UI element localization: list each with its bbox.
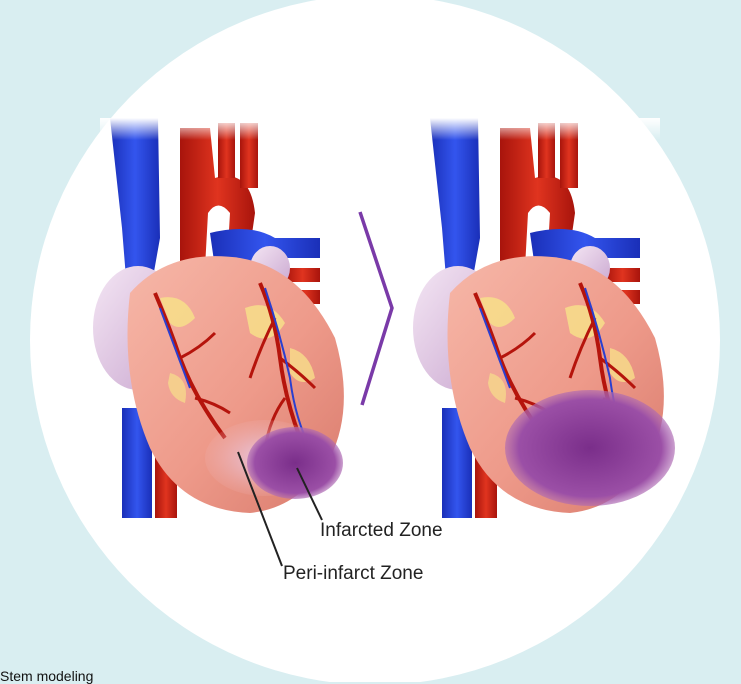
infarcted-zone-label: Infarcted Zone [320,520,443,542]
infarct-region-expanded [505,390,675,506]
infarct-region [247,427,343,499]
peri-infarct-zone-label: Peri-infarct Zone [283,563,423,585]
